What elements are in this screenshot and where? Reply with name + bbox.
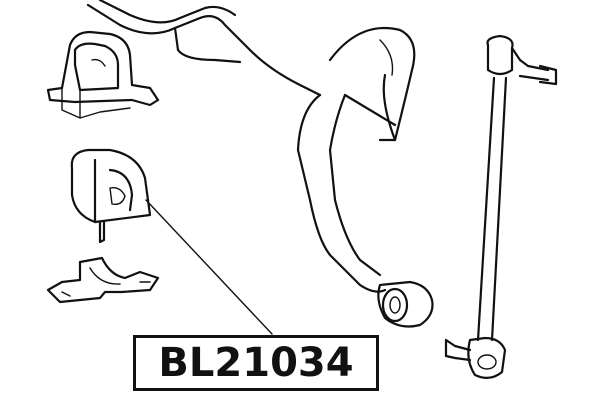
- stabilizer-link: [444, 34, 558, 379]
- stabilizer-bar: [86, 0, 416, 293]
- bar-end-bushing: [377, 280, 434, 328]
- upper-bushing: [46, 30, 160, 119]
- part-number-label: BL21034: [133, 335, 379, 391]
- leader-line: [145, 199, 273, 335]
- bushing-bl21034: [70, 148, 152, 244]
- bushing-bracket: [46, 256, 160, 304]
